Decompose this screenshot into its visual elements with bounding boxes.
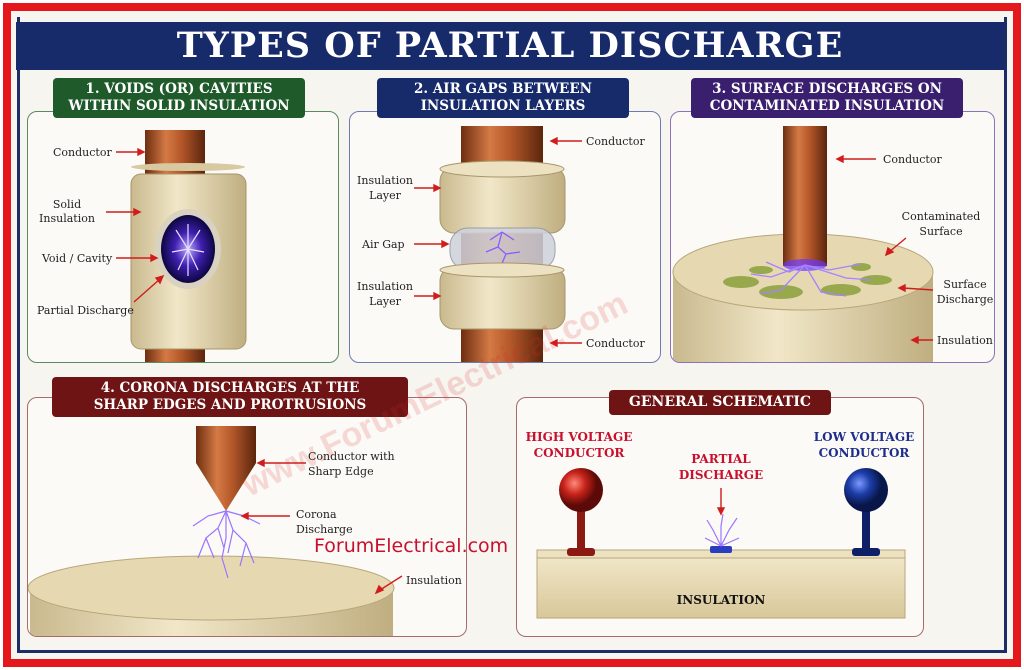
label-partial-discharge: DISCHARGE (678, 468, 764, 482)
label-partial-discharge: Partial Discharge (37, 304, 134, 317)
label-high-voltage: HIGH VOLTAGE (525, 430, 633, 444)
panel-air-gaps-title-line1: 2. AIR GAPS BETWEEN (414, 81, 592, 97)
panel-corona-title-line1: 4. CORONA DISCHARGES AT THE (100, 380, 360, 396)
surface-sparks (750, 261, 872, 297)
panel-corona-title-line2: SHARP EDGES AND PROTRUSIONS (93, 397, 367, 413)
label-conductor-top: Conductor (586, 135, 645, 148)
label-solid: Solid (52, 198, 82, 211)
panel-air-gaps: Conductor Insulation Layer Air Gap Insul… (349, 111, 661, 363)
panel-voids-title: 1. VOIDS (OR) CAVITIES WITHIN SOLID INSU… (53, 78, 305, 118)
panel-voids: Conductor Solid Insulation Void / Cavity… (27, 111, 339, 363)
label-sharp-edge: Sharp Edge (308, 465, 374, 478)
lv-stem (862, 502, 870, 552)
label-contaminated-2: Surface (919, 225, 963, 238)
panel-voids-title-line2: WITHIN SOLID INSULATION (68, 98, 290, 114)
page-title: TYPES OF PARTIAL DISCHARGE (16, 22, 1004, 70)
label-contaminated-1: Contaminated (901, 210, 981, 223)
panel-general-schematic-title: GENERAL SCHEMATIC (609, 390, 831, 415)
label-corona: Corona (296, 508, 337, 521)
panel-surface-discharge-title-line1: 3. SURFACE DISCHARGES ON (712, 81, 942, 97)
watermark-text: ForumElectrical.com (314, 535, 509, 557)
label-insulation: Insulation (937, 334, 993, 347)
contamination-patches (723, 263, 892, 299)
panel-general-schematic-drawing (536, 468, 906, 619)
lv-ball (844, 468, 888, 512)
inner-navy-frame (17, 17, 1007, 653)
panel-voids-title-line1: 1. VOIDS (OR) CAVITIES (85, 81, 273, 97)
schematic-sparks (704, 513, 740, 547)
panel-surface-discharge: Conductor Contaminated Surface Surface D… (670, 111, 995, 363)
label-low-voltage: LOW VOLTAGE (813, 430, 915, 444)
panel-surface-discharge-title-line2: CONTAMINATED INSULATION (709, 98, 945, 114)
label-insulation: INSULATION (676, 593, 766, 607)
label-low-voltage-conductor: CONDUCTOR (818, 446, 910, 460)
panel-surface-discharge-drawing (672, 126, 934, 362)
label-insulation: Insulation (39, 212, 95, 225)
insulation-top-surface (28, 555, 395, 621)
sharp-edge-conductor (196, 426, 256, 511)
label-surface-discharge-2: Discharge (936, 293, 994, 306)
conductor-rod (783, 126, 827, 266)
label-partial: PARTIAL (691, 452, 751, 466)
label-conductor-with: Conductor with (308, 450, 395, 463)
label-insulation-layer-top-1: Insulation (357, 174, 413, 187)
label-insulation-layer-bottom-1: Insulation (357, 280, 413, 293)
pd-pad (710, 546, 732, 553)
panel-corona-title: 4. CORONA DISCHARGES AT THE SHARP EDGES … (52, 377, 408, 417)
panel-air-gaps-title-line2: INSULATION LAYERS (420, 98, 586, 114)
label-air-gap: Air Gap (362, 238, 405, 251)
label-high-voltage-conductor: CONDUCTOR (533, 446, 625, 460)
panel-air-gaps-title: 2. AIR GAPS BETWEEN INSULATION LAYERS (377, 78, 629, 118)
panel-surface-discharge-title: 3. SURFACE DISCHARGES ON CONTAMINATED IN… (691, 78, 963, 118)
label-insulation-layer-bottom-2: Layer (369, 295, 401, 308)
label-void: Void / Cavity (42, 252, 113, 265)
panel-voids-drawing (106, 130, 247, 362)
panel-general-schematic: HIGH VOLTAGE CONDUCTOR PARTIAL DISCHARGE… (516, 397, 924, 637)
hv-ball (559, 468, 603, 512)
panel-corona: Conductor with Sharp Edge Corona Dischar… (27, 397, 467, 637)
panel-air-gaps-drawing (414, 126, 582, 362)
label-insulation: Insulation (406, 574, 462, 587)
label-conductor-bottom: Conductor (586, 337, 645, 350)
void-discharge-sparks (171, 224, 205, 276)
label-surface-discharge-1: Surface (943, 278, 987, 291)
insulation-base (536, 555, 906, 619)
label-insulation-layer-top-2: Layer (369, 189, 401, 202)
air-gap-sparks (485, 231, 521, 269)
label-conductor: Conductor (883, 153, 942, 166)
hv-stem (577, 502, 585, 552)
label-discharge: Discharge (296, 523, 353, 536)
panel-corona-drawing (28, 426, 403, 636)
label-conductor: Conductor (53, 146, 112, 159)
